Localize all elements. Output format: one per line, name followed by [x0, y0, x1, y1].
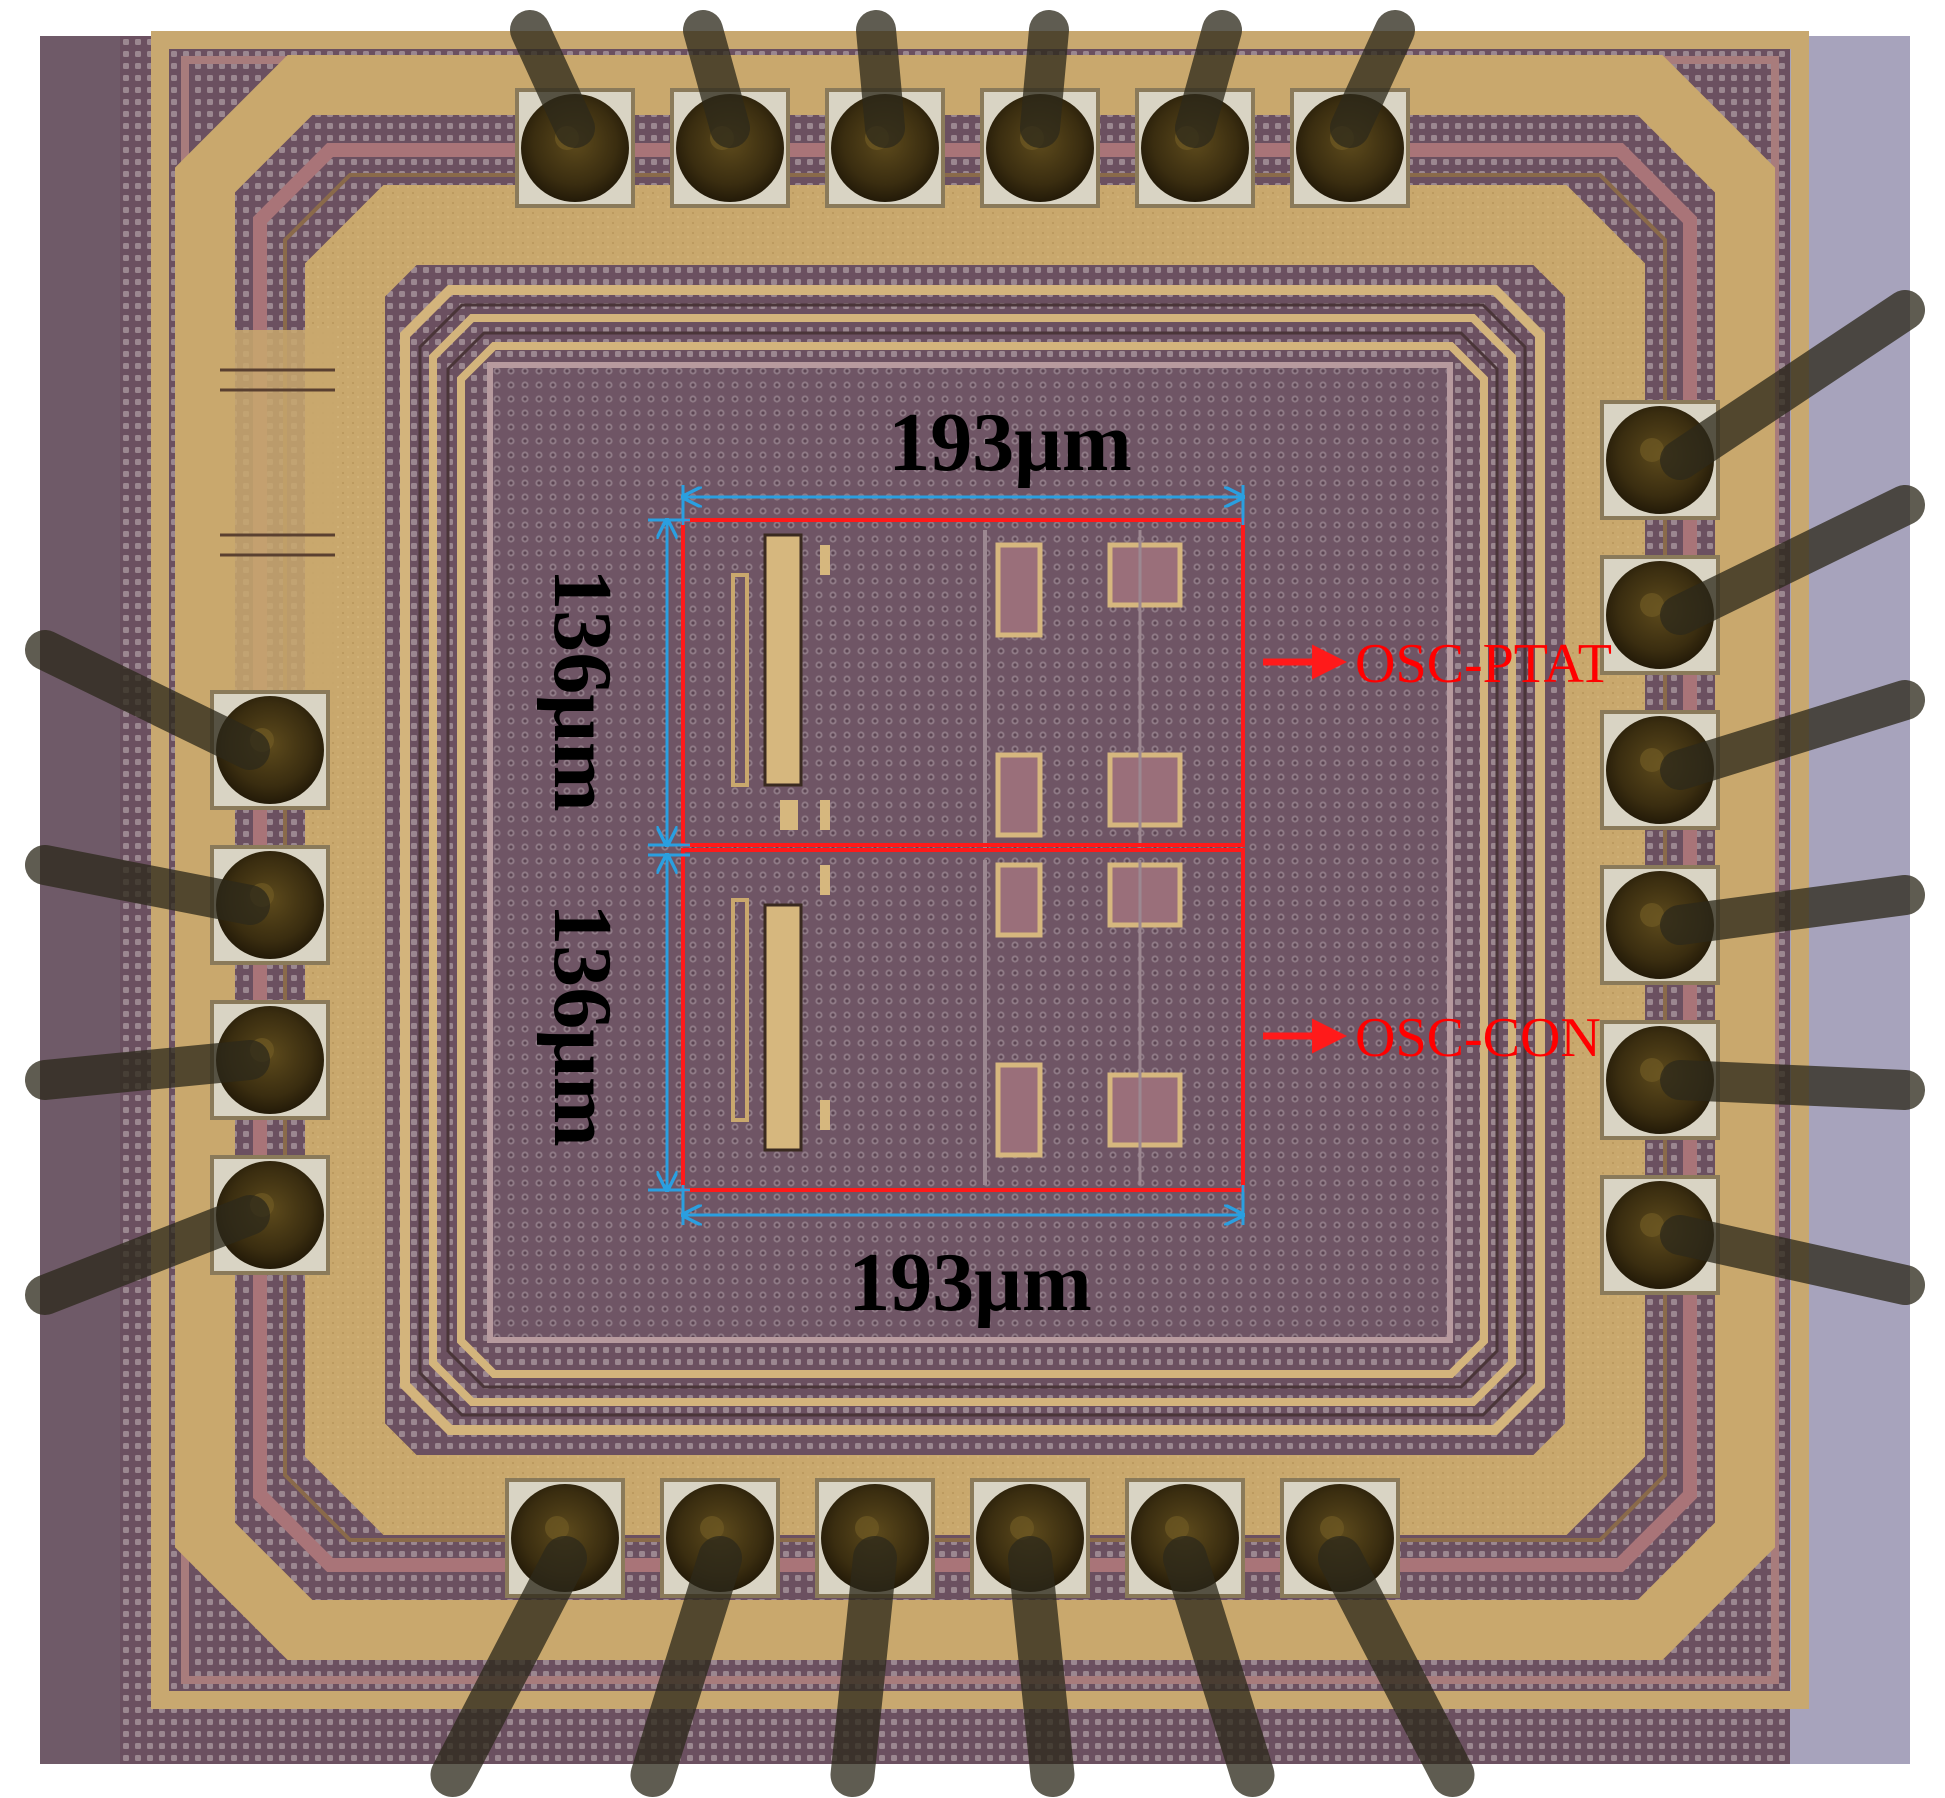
probe-needle: [683, 10, 750, 148]
lower-block-label: OSC-CON: [1355, 1007, 1601, 1069]
upper-block-label: OSC-PTAT: [1355, 633, 1612, 695]
probe-needle: [1660, 1215, 1925, 1305]
probe-needle: [1660, 290, 1925, 480]
probe-needle: [25, 845, 270, 925]
probe-needles: [25, 10, 1925, 1797]
probe-needle: [856, 10, 905, 148]
probe-needle: [1318, 1536, 1475, 1797]
upper-block-highlight: [681, 518, 1245, 847]
probe-needle: [1660, 875, 1925, 945]
probe-needle: [1330, 10, 1415, 148]
core-area: [490, 365, 1450, 1340]
upper-circuit-block: [731, 530, 1183, 850]
upper-height-label: 136μm: [536, 568, 629, 812]
bond-pad: [1135, 88, 1255, 208]
probe-needle: [25, 1195, 270, 1315]
probe-needle: [430, 1536, 587, 1797]
power-ring-outer: [175, 55, 1775, 1660]
probe-needle: [1175, 10, 1242, 148]
probe-needle: [1020, 10, 1069, 148]
probe-needle: [1008, 1536, 1075, 1797]
probe-needle: [510, 10, 595, 148]
probe-needle: [1163, 1536, 1275, 1797]
probe-needle: [630, 1536, 742, 1797]
probe-needle: [830, 1536, 897, 1797]
top-width-label: 193μm: [888, 396, 1132, 489]
probe-needle: [1660, 485, 1925, 635]
power-ring-inner: [305, 185, 1645, 1535]
probe-needle: [1660, 680, 1925, 790]
lower-height-label: 136μm: [536, 903, 629, 1147]
lower-block-highlight: [681, 848, 1245, 1192]
probe-needle: [25, 630, 270, 770]
probe-needle: [25, 1040, 270, 1100]
probe-needle: [1660, 1060, 1925, 1110]
bottom-width-label: 193μm: [848, 1236, 1092, 1329]
lower-circuit-block: [731, 860, 1183, 1185]
bond-pad: [660, 1478, 780, 1598]
